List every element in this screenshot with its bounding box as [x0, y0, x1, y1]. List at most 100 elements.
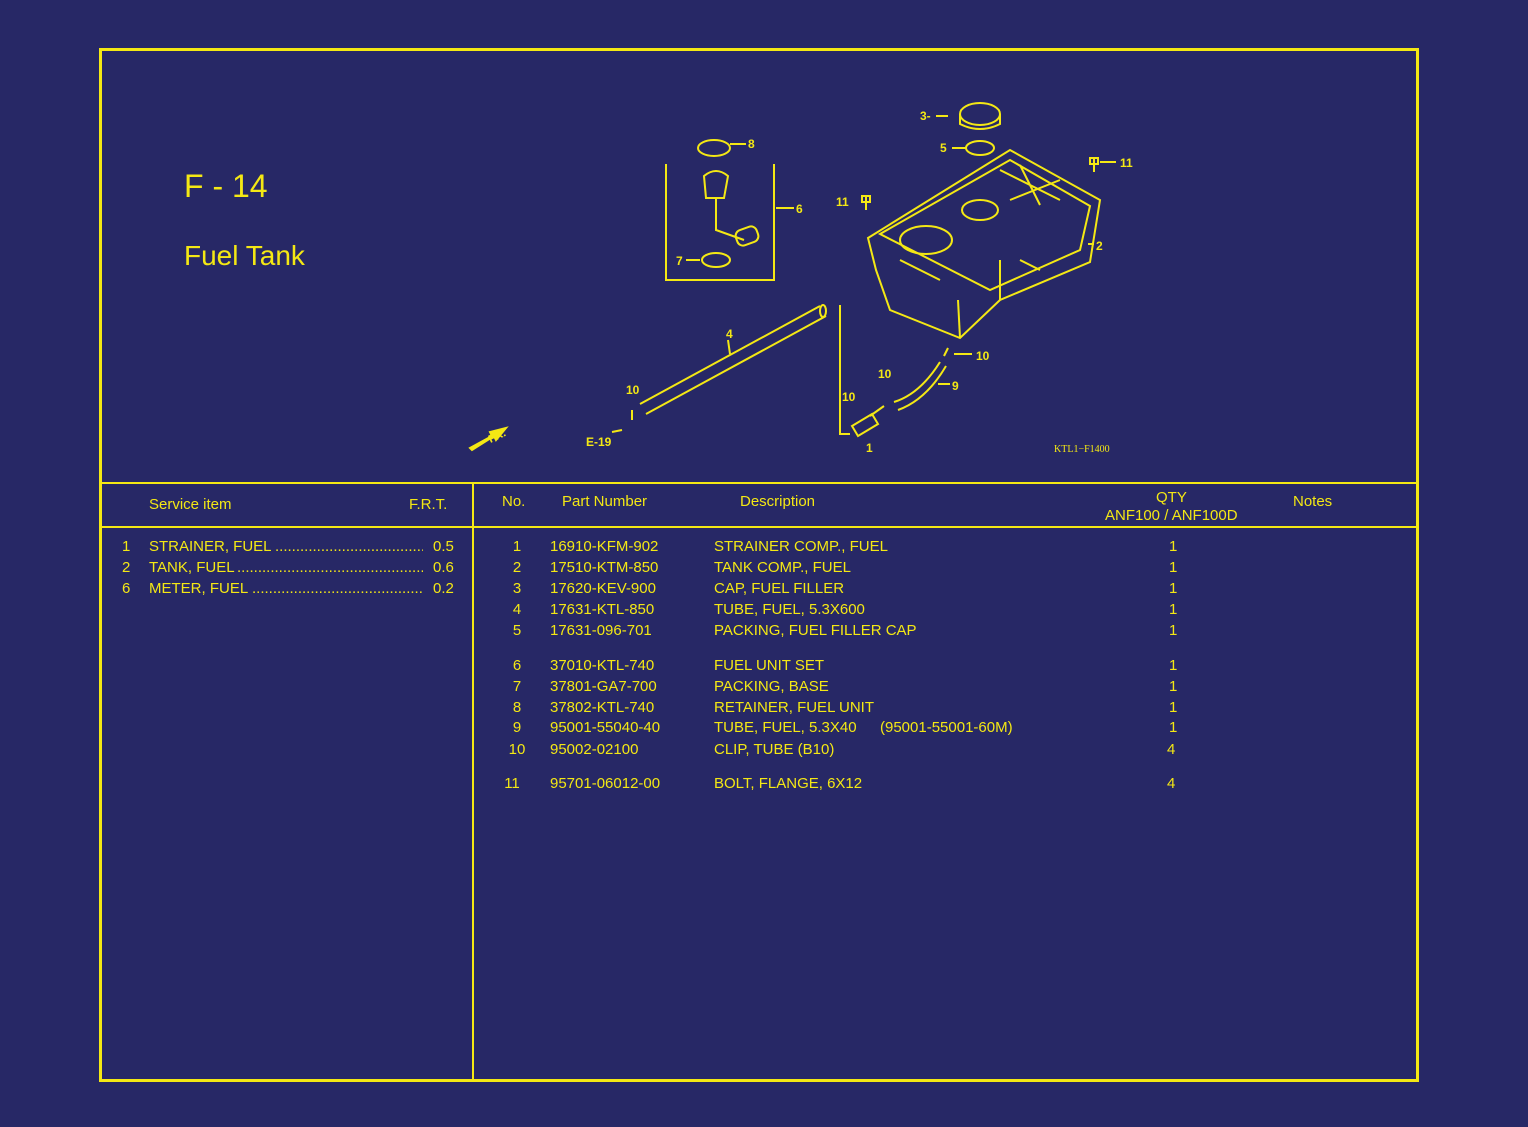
callout-6: 6: [796, 202, 803, 216]
front-arrow-icon: [468, 426, 509, 452]
callout-7: 7: [676, 254, 683, 268]
bolt-drawing-left: [861, 195, 871, 210]
notes-header: Notes: [1293, 493, 1333, 510]
frt-header: F.R.T.: [409, 496, 448, 513]
service-item-name: METER, FUEL: [149, 580, 249, 597]
service-item-no: 6: [122, 580, 131, 597]
part-row-description: TUBE, FUEL, 5.3X600: [714, 601, 865, 618]
part-row-number: 95701-06012-00: [550, 775, 661, 792]
table-header-divider: [99, 526, 1419, 528]
part-row-number: 17620-KEV-900: [550, 580, 656, 597]
short-tube-drawing: [893, 361, 947, 411]
part-row-number: 16910-KFM-902: [550, 538, 659, 555]
part-row-no: 9: [512, 719, 522, 736]
callout-8: 8: [748, 137, 755, 151]
part-row-number: 37801-GA7-700: [550, 678, 657, 695]
part-row-no: 4: [512, 601, 522, 618]
bolt-drawing-right: [1089, 157, 1099, 172]
part-row-description: STRAINER COMP., FUEL: [714, 538, 888, 555]
service-item-no: 1: [122, 538, 131, 555]
part-row-qty: 1: [1169, 678, 1178, 695]
service-item-name: STRAINER, FUEL: [149, 538, 272, 555]
callout-11-left: 11: [836, 195, 849, 209]
retainer-drawing: [697, 139, 731, 157]
part-row-number: 17631-KTL-850: [550, 601, 655, 618]
exploded-parts-diagram: 8 6 7 3- 5 11 11 2 4 10 10 9 10 10 1 E-1…: [468, 102, 1133, 455]
page-title: Fuel Tank: [184, 240, 305, 271]
service-item-frt: 0.2: [433, 580, 454, 597]
service-item-name: TANK, FUEL: [149, 559, 235, 576]
part-row-number: 17631-096-701: [550, 622, 652, 639]
part-row-description: BOLT, FLANGE, 6X12: [714, 775, 863, 792]
part-row-description: FUEL UNIT SET: [714, 657, 825, 674]
diagram-ref-code: KTL1−F1400: [1054, 444, 1110, 455]
part-row-description: RETAINER, FUEL UNIT: [714, 699, 875, 716]
strainer-drawing: [850, 412, 880, 438]
part-row-description: PACKING, FUEL FILLER CAP: [714, 622, 917, 639]
callout-9: 9: [952, 379, 959, 393]
part-row-qty: 1: [1169, 699, 1178, 716]
callout-11-right: 11: [1120, 156, 1133, 170]
part-row-description: TANK COMP., FUEL: [714, 559, 851, 576]
service-item-header: Service item: [149, 496, 232, 513]
callout-2: 2: [1096, 239, 1103, 253]
part-row-description: TUBE, FUEL, 5.3X40: [714, 719, 857, 736]
part-row-no: 1: [512, 538, 522, 555]
part-row-no: 7: [512, 678, 522, 695]
callout-10-strainer: 10: [842, 390, 856, 404]
part-row-qty: 1: [1169, 580, 1178, 597]
column-divider: [472, 482, 474, 1082]
ref-label-e19: E-19: [586, 435, 612, 449]
part-row-number: 95001-55040-40: [550, 719, 661, 736]
service-item-no: 2: [122, 559, 131, 576]
fuel-tube-drawing: [639, 305, 827, 415]
qty-models-header: ANF100 / ANF100D: [1105, 507, 1238, 524]
part-row-no: 11: [504, 775, 520, 792]
qty-header: QTY: [1156, 489, 1187, 506]
part-row-no: 6: [512, 657, 522, 674]
part-row-number: 17510-KTM-850: [550, 559, 659, 576]
callout-5: 5: [940, 141, 947, 155]
callout-10-mid: 10: [878, 367, 892, 381]
part-row-alt-number: (95001-55001-60M): [880, 719, 1013, 736]
description-header: Description: [740, 493, 816, 510]
part-row-no: 10: [508, 741, 526, 758]
part-row-qty: 1: [1169, 657, 1178, 674]
callout-1: 1: [866, 441, 873, 455]
page-frame: [99, 48, 1419, 1082]
part-row-description: CAP, FUEL FILLER: [714, 580, 845, 597]
service-item-frt: 0.5: [433, 538, 454, 555]
part-row-no: 3: [512, 580, 522, 597]
part-row-qty: 1: [1169, 719, 1178, 736]
part-row-qty: 1: [1169, 601, 1178, 618]
part-row-qty: 1: [1169, 622, 1178, 639]
service-item-leader: ........................................…: [237, 559, 423, 576]
callout-10-left: 10: [626, 383, 640, 397]
packing-drawing: [965, 140, 995, 156]
part-row-no: 5: [512, 622, 522, 639]
part-row-number: 37010-KTL-740: [550, 657, 655, 674]
part-row-qty: 4: [1167, 775, 1176, 792]
fuel-unit-box: [665, 164, 775, 281]
service-item-leader: ........................................…: [252, 580, 423, 597]
fuel-tank-drawing: [866, 148, 1102, 340]
section-code: F - 14: [184, 168, 268, 204]
no-header: No.: [502, 493, 526, 510]
part-row-no: 2: [512, 559, 522, 576]
fuel-cap-drawing: [959, 102, 1001, 126]
callout-4: 4: [726, 327, 733, 341]
header-divider: [99, 482, 1419, 484]
service-item-frt: 0.6: [433, 559, 454, 576]
callout-10-tank: 10: [976, 349, 990, 363]
part-row-number: 95002-02100: [550, 741, 639, 758]
part-row-qty: 1: [1169, 559, 1178, 576]
part-row-description: PACKING, BASE: [714, 678, 829, 695]
callout-3: 3-: [920, 109, 931, 123]
service-item-leader: ........................................…: [275, 538, 423, 555]
part-number-header: Part Number: [562, 493, 648, 510]
part-row-qty: 4: [1167, 741, 1176, 758]
part-row-qty: 1: [1169, 538, 1178, 555]
part-row-description: CLIP, TUBE (B10): [714, 741, 835, 758]
part-row-number: 37802-KTL-740: [550, 699, 655, 716]
part-row-no: 8: [512, 699, 522, 716]
